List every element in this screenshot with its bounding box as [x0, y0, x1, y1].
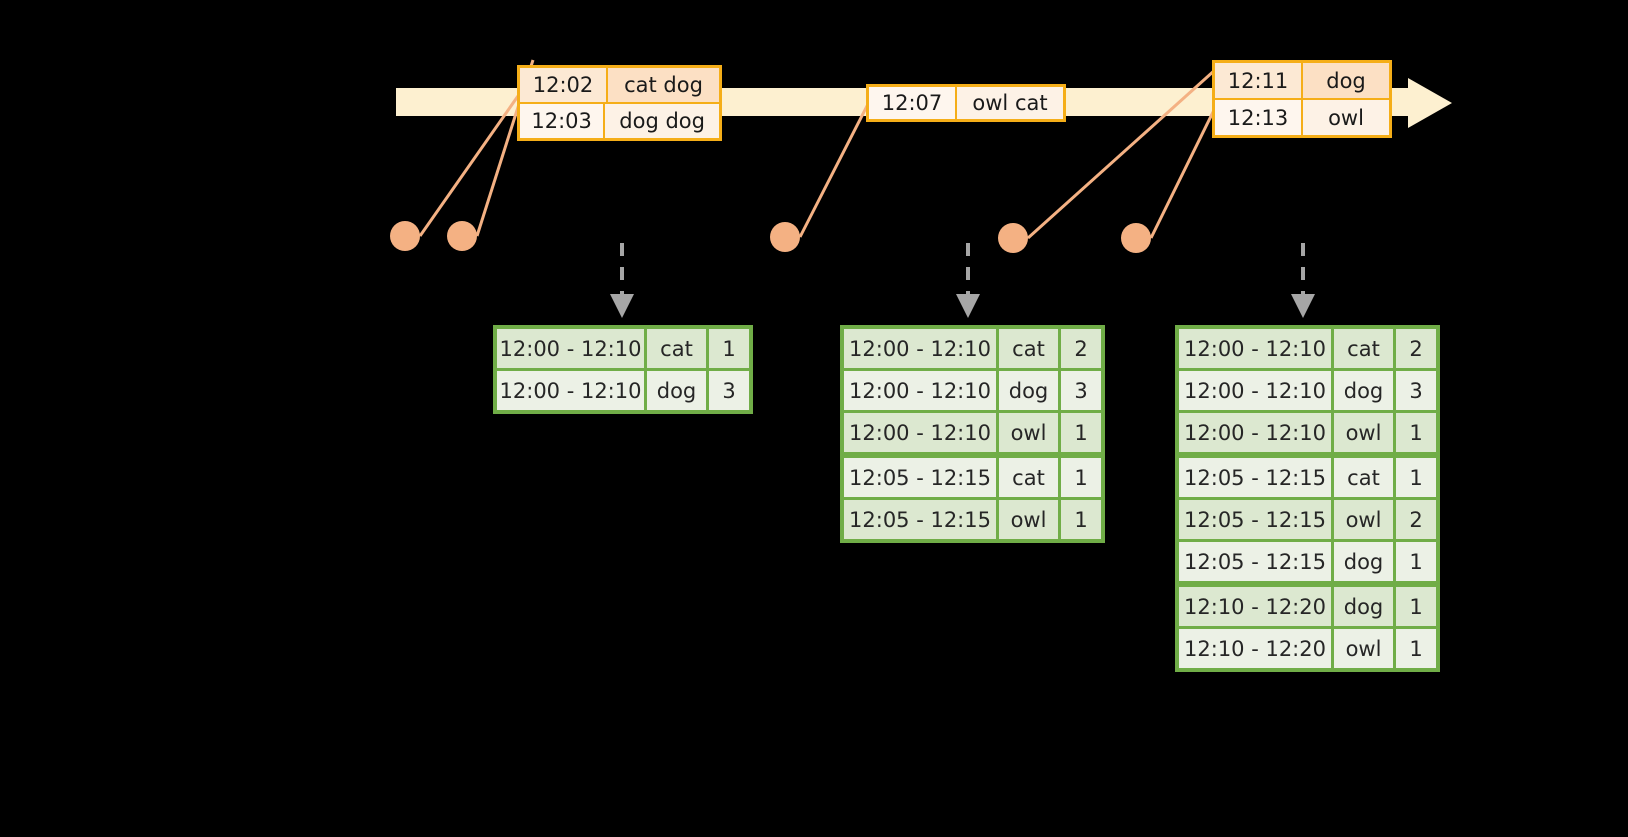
cell-key: owl — [999, 500, 1061, 539]
cell-window: 12:00 - 12:10 — [844, 413, 999, 452]
cell-count: 3 — [709, 371, 749, 410]
cell-window: 12:10 - 12:20 — [1179, 587, 1334, 626]
cell-key: owl — [999, 413, 1061, 452]
timeline-event-box: 12:11 dog 12:13 owl — [1212, 60, 1392, 138]
event-time: 12:02 — [520, 68, 608, 102]
arrow-right-icon — [1408, 78, 1452, 128]
cell-key: dog — [1334, 587, 1396, 626]
cell-count: 1 — [1061, 413, 1101, 452]
timeline-event-row: 12:11 dog — [1215, 63, 1389, 98]
timeline-event-box: 12:07 owl cat — [866, 84, 1066, 122]
cell-key: dog — [1334, 542, 1396, 581]
cell-window: 12:10 - 12:20 — [1179, 629, 1334, 668]
cell-key: cat — [1334, 329, 1396, 368]
cell-key: owl — [1334, 629, 1396, 668]
cell-count: 1 — [1396, 458, 1436, 497]
cell-window: 12:00 - 12:10 — [497, 371, 647, 410]
cell-window: 12:00 - 12:10 — [844, 371, 999, 410]
event-time: 12:11 — [1215, 63, 1303, 98]
event-time: 12:03 — [520, 104, 606, 138]
connector-dot-1203 — [447, 221, 477, 251]
cell-key: owl — [1334, 413, 1396, 452]
cell-count: 2 — [1061, 329, 1101, 368]
event-value: owl — [1303, 100, 1389, 135]
connector-dot-1211 — [998, 223, 1028, 253]
timeline-event-row: 12:03 dog dog — [520, 102, 719, 138]
cell-window: 12:00 - 12:10 — [1179, 413, 1334, 452]
cell-key: cat — [647, 329, 709, 368]
cell-key: cat — [999, 329, 1061, 368]
cell-count: 1 — [709, 329, 749, 368]
cell-window: 12:05 - 12:15 — [844, 500, 999, 539]
cell-count: 1 — [1396, 542, 1436, 581]
connector-dot-1213 — [1121, 223, 1151, 253]
timeline-event-row: 12:02 cat dog — [520, 68, 719, 102]
cell-window: 12:05 - 12:15 — [1179, 500, 1334, 539]
cell-count: 1 — [1061, 500, 1101, 539]
cell-count: 2 — [1396, 500, 1436, 539]
cell-window: 12:05 - 12:15 — [1179, 458, 1334, 497]
event-value: dog — [1303, 63, 1389, 98]
cell-window: 12:05 - 12:15 — [844, 458, 999, 497]
timeline-event-box: 12:02 cat dog 12:03 dog dog — [517, 65, 722, 141]
cell-key: dog — [647, 371, 709, 410]
cell-count: 1 — [1396, 587, 1436, 626]
event-value: dog dog — [605, 104, 719, 138]
cell-key: dog — [999, 371, 1061, 410]
cell-key: owl — [1334, 500, 1396, 539]
event-time: 12:13 — [1215, 100, 1303, 135]
cell-key: cat — [1334, 458, 1396, 497]
cell-window: 12:00 - 12:10 — [1179, 371, 1334, 410]
connector-dot-1207 — [770, 222, 800, 252]
cell-key: cat — [999, 458, 1061, 497]
cell-count: 1 — [1396, 629, 1436, 668]
cell-window: 12:05 - 12:15 — [1179, 542, 1334, 581]
cell-count: 1 — [1061, 458, 1101, 497]
event-value: owl cat — [957, 87, 1063, 119]
event-value: cat dog — [608, 68, 719, 102]
cell-window: 12:00 - 12:10 — [1179, 329, 1334, 368]
cell-count: 2 — [1396, 329, 1436, 368]
cell-window: 12:00 - 12:10 — [844, 329, 999, 368]
timeline-event-row: 12:07 owl cat — [869, 87, 1063, 119]
cell-count: 3 — [1396, 371, 1436, 410]
cell-window: 12:00 - 12:10 — [497, 329, 647, 368]
cell-count: 1 — [1396, 413, 1436, 452]
timeline-event-row: 12:13 owl — [1215, 98, 1389, 135]
event-time: 12:07 — [869, 87, 957, 119]
connector-dot-1202 — [390, 221, 420, 251]
cell-count: 3 — [1061, 371, 1101, 410]
cell-key: dog — [1334, 371, 1396, 410]
